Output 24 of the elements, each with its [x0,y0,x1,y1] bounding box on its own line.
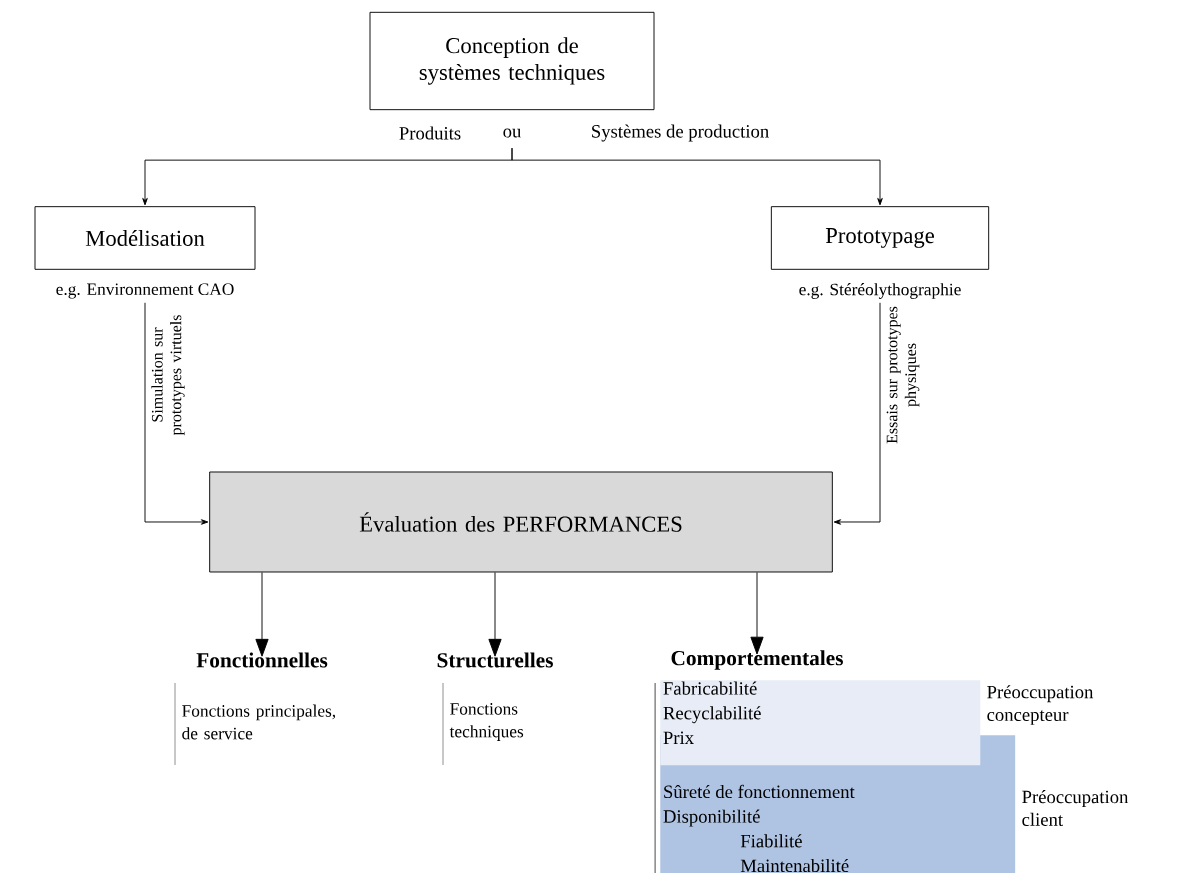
arrow [833,302,881,525]
category-heading: Structurelles [437,652,553,668]
caption-text: e.g. Stéréolythographie [799,283,961,299]
process-box: Modélisation [34,206,256,270]
arrow [144,302,209,525]
arrow [750,572,764,655]
category-heading: Comportementales [671,650,843,670]
caption-text: Préoccupation concepteur [987,685,1094,725]
arrow [511,147,883,206]
arrow [488,572,502,657]
label-text: Fonctions principales, de service [182,704,336,740]
process-box: Évaluation des PERFORMANCES [209,471,833,573]
label-text: ou [503,128,521,138]
process-box: Conception de systèmes techniques [369,11,655,111]
category-heading: Fonctionnelles [196,652,328,668]
caption-text: Préoccupation client [1022,790,1129,826]
process-box: Prototypage [770,206,990,270]
label-text: Fonctions techniques [449,703,524,741]
label-text: Systèmes de production [592,124,769,142]
edge-label: Simulation sur prototypes virtuels [150,300,186,450]
edge-label: Essais sur prototypes physiques [885,300,921,450]
caption-text: e.g. Environnement CAO [56,283,234,299]
arrow [255,572,269,657]
criteria-band: Fabricabilité Recyclabilité Prix [660,680,981,766]
